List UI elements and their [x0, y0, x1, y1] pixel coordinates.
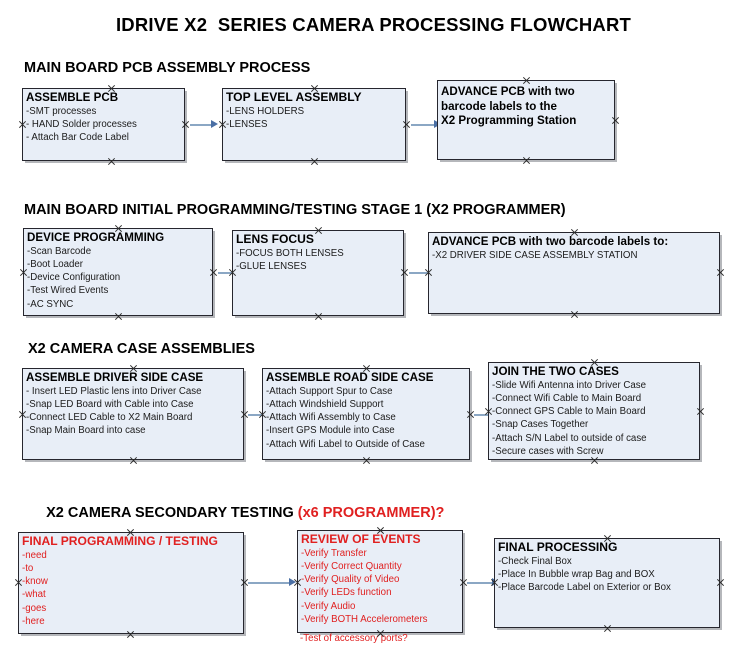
box-lens-focus[interactable]: LENS FOCUS -FOCUS BOTH LENSES -GLUE LENS… [232, 230, 404, 316]
box-item: -LENSES [226, 118, 268, 130]
box-item: -Snap Main Board into case [26, 425, 146, 437]
box-review-of-events[interactable]: REVIEW OF EVENTS -Verify Transfer -Verif… [297, 530, 463, 633]
box-item: -Insert GPS Module into Case [266, 425, 395, 437]
box-join-the-two-cases[interactable]: JOIN THE TWO CASES -Slide Wifi Antenna i… [488, 362, 700, 460]
box-item: -Attach Windshield Support [266, 398, 384, 410]
box-item: -Boot Loader [27, 258, 84, 270]
box-items: -Scan Barcode -Boot Loader -Device Confi… [24, 245, 212, 311]
box-item: -Snap LED Board with Cable into Case [26, 398, 194, 410]
box-title: ADVANCE PCB with two barcode labels to: [432, 235, 669, 248]
section-heading-x2-camera-secondary-testing: X2 CAMERA SECONDARY TESTING (x6 PROGRAMM… [30, 489, 444, 537]
box-item: - Insert LED Plastic lens into Driver Ca… [26, 385, 202, 397]
box-item: -Verify Correct Quantity [301, 560, 402, 572]
box-title: JOIN THE TWO CASES [492, 365, 619, 378]
box-items: - Insert LED Plastic lens into Driver Ca… [23, 385, 243, 438]
box-item: -Snap Cases Together [492, 419, 589, 431]
page-title: IDRIVE X2 SERIES CAMERA PROCESSING FLOWC… [115, 14, 632, 35]
box-item: -FOCUS BOTH LENSES [236, 247, 344, 259]
box-advance-pcb-to-x2-programming-station[interactable]: ADVANCE PCB with two barcode labels to t… [437, 80, 615, 160]
box-item: -Place Barcode Label on Exterior or Box [498, 582, 671, 594]
box-title-line-2: barcode labels to the [441, 99, 557, 113]
box-title: LENS FOCUS [236, 232, 314, 246]
box-title: TOP LEVEL ASSEMBLY [226, 90, 362, 104]
box-title: ASSEMBLE DRIVER SIDE CASE [26, 371, 204, 384]
box-items: -LENS HOLDERS -LENSES [223, 105, 405, 132]
box-title-line-1: ADVANCE PCB with two [441, 85, 575, 98]
box-item: -Attach S/N Label to outside of case [492, 432, 647, 444]
box-item: -Connect GPS Cable to Main Board [492, 406, 646, 418]
box-items: -X2 DRIVER SIDE CASE ASSEMBLY STATION [429, 249, 719, 262]
box-item: -Attach Wifi Assembly to Case [266, 412, 396, 424]
box-item: -LENS HOLDERS [226, 105, 305, 117]
box-items: -Attach Support Spur to Case -Attach Win… [263, 385, 469, 451]
box-final-processing[interactable]: FINAL PROCESSING -Check Final Box -Place… [494, 538, 720, 628]
box-item: -X2 DRIVER SIDE CASE ASSEMBLY STATION [432, 249, 638, 261]
box-item: -Test Wired Events [27, 285, 109, 297]
box-title: ASSEMBLE PCB [26, 91, 119, 104]
box-item: -what [22, 589, 46, 601]
box-title: DEVICE PROGRAMMING [27, 231, 165, 244]
box-item: -Connect Wifi Cable to Main Board [492, 392, 642, 404]
section-heading-main-board-initial-programming: MAIN BOARD INITIAL PROGRAMMING/TESTING S… [24, 202, 566, 218]
box-item: - HAND Solder processes [26, 118, 137, 130]
box-item: -GLUE LENSES [236, 260, 307, 272]
box-item: -to [22, 562, 34, 574]
box-item: -Verify Audio [301, 600, 356, 612]
box-top-level-assembly[interactable]: TOP LEVEL ASSEMBLY -LENS HOLDERS -LENSES [222, 88, 406, 161]
box-item: -need [22, 549, 47, 561]
box-item: -Verify LEDs function [301, 587, 392, 599]
section-heading-note: (x6 PROGRAMMER)? [297, 505, 445, 521]
box-item: -Attach Wifi Label to Outside of Case [266, 438, 425, 450]
box-item: -goes [22, 602, 47, 614]
box-item: -Check Final Box [498, 555, 572, 567]
box-title: FINAL PROCESSING [498, 540, 618, 554]
box-item: -Slide Wifi Antenna into Driver Case [492, 379, 646, 391]
box-title: REVIEW OF EVENTS [301, 532, 421, 546]
box-item: -here [22, 615, 45, 627]
box-item: - Attach Bar Code Label [26, 132, 129, 144]
box-item: -Scan Barcode [27, 245, 92, 257]
arrow-final-programming-to-review-of-events [248, 578, 296, 587]
box-item: -Secure cases with Screw [492, 445, 604, 457]
box-assemble-driver-side-case[interactable]: ASSEMBLE DRIVER SIDE CASE - Insert LED P… [22, 368, 244, 460]
box-items: -need -to -know -what -goes -here [19, 549, 243, 629]
box-item: -Connect LED Cable to X2 Main Board [26, 412, 193, 424]
box-title: ASSEMBLE ROAD SIDE CASE [266, 371, 434, 384]
box-item: -Verify Transfer [301, 547, 367, 559]
box-advance-pcb-to-driver-side-case[interactable]: ADVANCE PCB with two barcode labels to: … [428, 232, 720, 314]
section-heading-main-board-pcb-assembly: MAIN BOARD PCB ASSEMBLY PROCESS [24, 60, 311, 76]
box-items: -SMT processes - HAND Solder processes -… [23, 105, 184, 145]
box-item-overflow: -Test of accessory ports? [300, 633, 408, 644]
box-items: -FOCUS BOTH LENSES -GLUE LENSES [233, 247, 403, 274]
box-items: -Verify Transfer -Verify Correct Quantit… [298, 547, 462, 627]
section-heading-x2-camera-case-assemblies: X2 CAMERA CASE ASSEMBLIES [28, 341, 255, 357]
box-item: -Place In Bubble wrap Bag and BOX [498, 568, 655, 580]
box-final-programming-testing[interactable]: FINAL PROGRAMMING / TESTING -need -to -k… [18, 532, 244, 634]
box-item: -Verify Quality of Video [301, 574, 400, 586]
box-items: -Slide Wifi Antenna into Driver Case -Co… [489, 379, 699, 459]
box-assemble-pcb[interactable]: ASSEMBLE PCB -SMT processes - HAND Solde… [22, 88, 185, 161]
box-item: -Attach Support Spur to Case [266, 385, 393, 397]
box-item: -Verify BOTH Accelerometers [301, 613, 428, 625]
box-title-line-3: X2 Programming Station [441, 114, 577, 127]
box-item: -know [22, 576, 48, 588]
box-title: FINAL PROGRAMMING / TESTING [22, 534, 218, 548]
box-items: -Check Final Box -Place In Bubble wrap B… [495, 555, 719, 595]
box-item: -Device Configuration [27, 272, 121, 284]
box-device-programming[interactable]: DEVICE PROGRAMMING -Scan Barcode -Boot L… [23, 228, 213, 316]
section-heading-text: X2 CAMERA SECONDARY TESTING [46, 505, 298, 521]
box-assemble-road-side-case[interactable]: ASSEMBLE ROAD SIDE CASE -Attach Support … [262, 368, 470, 460]
arrow-assemble-pcb-to-top-level-assembly [190, 120, 218, 129]
box-item: -SMT processes [26, 105, 97, 117]
box-item: -AC SYNC [27, 298, 74, 310]
